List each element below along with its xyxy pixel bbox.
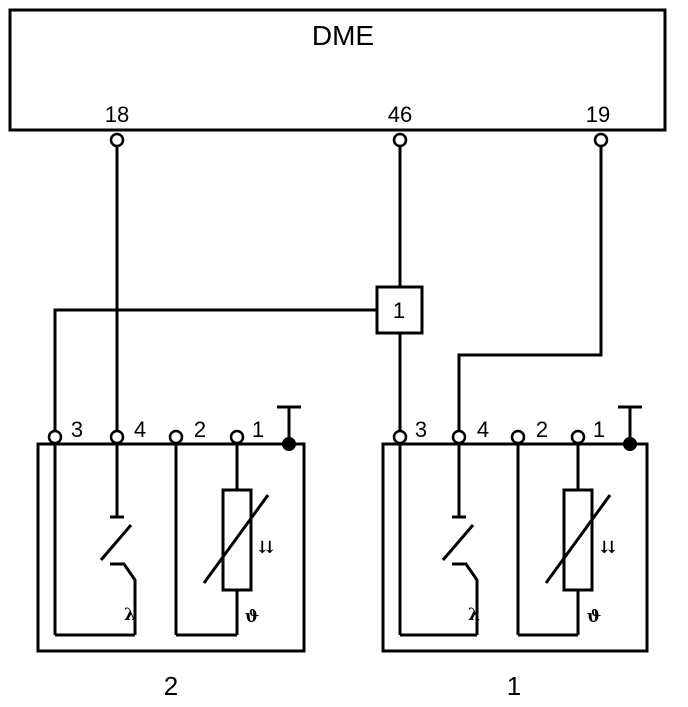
sensor-2-housing (36, 442, 306, 653)
sensor-1-lambda-symbol: λ (468, 605, 480, 625)
sensor-1-theta-symbol: ϑ (587, 607, 601, 627)
sensor-2-pin-3-label: 3 (71, 417, 83, 442)
dme-pin-19 (593, 132, 609, 148)
sensor-2-switch-icon (99, 524, 133, 561)
sensor-1-pin-4 (451, 429, 467, 445)
sensor-2-lambda-symbol: λ (124, 605, 136, 625)
sensor-2-heater-arrows: ⇊ (258, 538, 274, 558)
sensor-1-heater-arrows: ⇊ (600, 538, 616, 558)
wires (53, 146, 603, 430)
sensor-2-pin-4-label: 4 (134, 417, 146, 442)
wire-pin19-to-sensor1-pin4 (457, 146, 603, 430)
sensor-1-label: 1 (507, 671, 521, 701)
sensor-1-housing (381, 442, 649, 653)
dme-unit: DME 18 46 19 (8, 8, 667, 132)
sensor-1-pin-3 (392, 429, 408, 445)
dme-pin-18-label: 18 (105, 102, 129, 127)
sensor-1-pin-2-label: 2 (536, 417, 548, 442)
junction-box (375, 285, 424, 335)
oxygen-sensor-2: λ ⇊ ϑ 3 4 2 1 2 (36, 405, 306, 701)
sensor-1-switch-icon (441, 524, 475, 561)
sensor-2-pin-1 (229, 429, 245, 445)
oxygen-sensor-1: λ ⇊ ϑ 3 4 2 1 1 (381, 405, 649, 701)
dme-pin-46-label: 46 (388, 102, 412, 127)
dme-box (8, 8, 667, 132)
junction-label: 1 (393, 298, 405, 323)
sensor-1-pin-4-label: 4 (477, 417, 489, 442)
sensor-2-pin-2-label: 2 (194, 417, 206, 442)
junction-1: 1 (375, 285, 424, 335)
sensor-2-pin-3 (47, 429, 63, 445)
dme-title: DME (312, 20, 374, 51)
dme-pin-19-label: 19 (586, 102, 610, 127)
wire-junction-to-sensor2-pin3 (53, 308, 377, 430)
sensor-1-pin-2 (510, 429, 526, 445)
dme-pin-46 (392, 132, 408, 148)
sensor-2-pin-4 (109, 429, 125, 445)
sensor-1-pin-1 (570, 429, 586, 445)
sensor-2-pin-1-label: 1 (252, 417, 264, 442)
sensor-2-ground-node (282, 437, 296, 451)
sensor-1-pin-3-label: 3 (415, 417, 427, 442)
dme-pin-18 (109, 132, 125, 148)
sensor-1-ground-node (623, 437, 637, 451)
sensor-2-pin-2 (168, 429, 184, 445)
sensor-1-pin-1-label: 1 (593, 417, 605, 442)
sensor-2-theta-symbol: ϑ (245, 607, 259, 627)
sensor-2-label: 2 (164, 671, 178, 701)
